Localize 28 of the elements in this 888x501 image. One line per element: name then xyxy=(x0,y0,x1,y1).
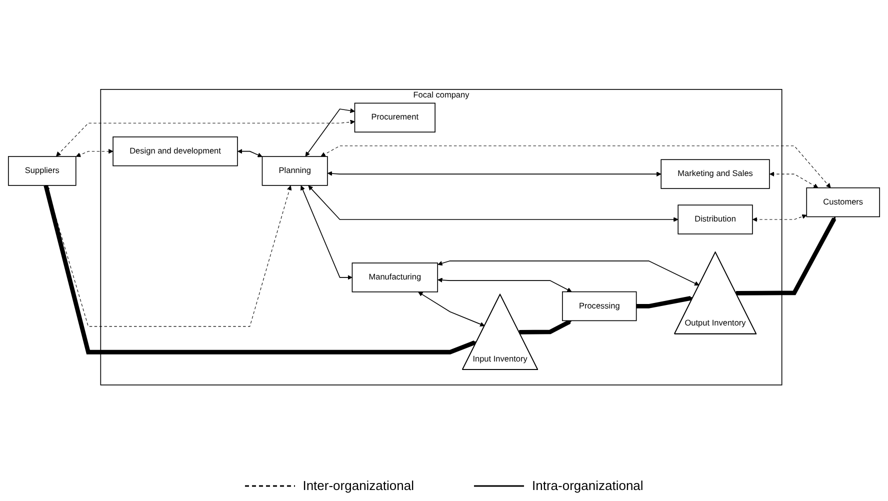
arrow xyxy=(519,320,572,334)
arrow xyxy=(305,108,355,156)
arrow xyxy=(736,216,836,296)
arrow xyxy=(438,260,700,286)
arrow xyxy=(636,296,694,308)
legend-label: Intra-organizational xyxy=(532,478,644,493)
node-box: Procurement xyxy=(354,102,436,132)
arrow xyxy=(320,145,831,188)
node-box: Distribution xyxy=(678,204,753,234)
node-box: Manufacturing xyxy=(352,262,438,292)
node-box: Design and development xyxy=(112,136,238,166)
arrow xyxy=(752,214,807,222)
arrow xyxy=(300,185,352,280)
arrow xyxy=(237,148,262,158)
arrow xyxy=(76,148,114,157)
arrow xyxy=(438,277,572,292)
node-box: Planning xyxy=(262,156,328,186)
node-box: Marketing and Sales xyxy=(660,159,770,189)
arrow xyxy=(56,119,355,156)
node-box: Suppliers xyxy=(8,156,76,186)
arrow xyxy=(308,185,678,222)
arrow xyxy=(327,170,662,176)
arrow xyxy=(44,184,477,354)
arrow xyxy=(418,292,485,326)
node-box: Customers xyxy=(806,187,880,217)
legend-label: Inter-organizational xyxy=(302,478,414,493)
node-box: Processing xyxy=(562,291,637,321)
arrow xyxy=(769,171,818,188)
